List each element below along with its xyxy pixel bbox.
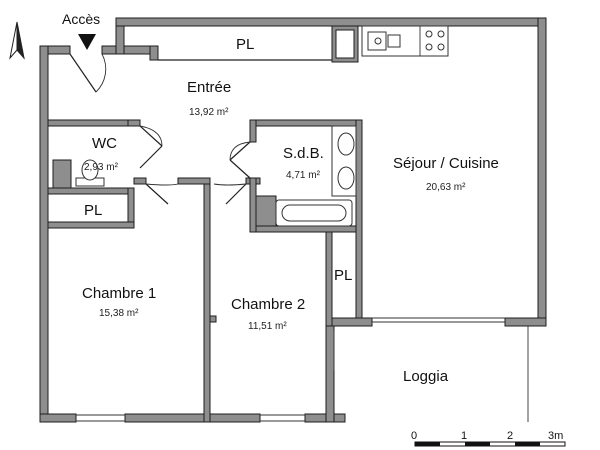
room-area-sdb: 4,71 m² [286,170,321,181]
scale-tick-0: 0 [411,430,417,442]
room-name-sejour: Séjour / Cuisine [393,155,499,172]
room-name-chambre1: Chambre 1 [82,285,156,302]
scale-tick-3: 3m [548,430,563,442]
room-area-sejour: 20,63 m² [426,182,466,193]
scale-bar: 0 1 2 3m [411,430,566,447]
room-name-sdb: S.d.B. [283,145,324,162]
closet-label-top: PL [236,36,254,53]
scale-tick-2: 2 [507,430,513,442]
closet-label-wc-below: PL [84,202,102,219]
doors [69,53,251,205]
north-arrow-icon [9,21,25,60]
room-area-wc: 2,93 m² [84,162,119,173]
room-name-chambre2: Chambre 2 [231,296,305,313]
closet-label-sdb-below: PL [334,267,352,284]
access-label: Accès [62,11,100,27]
scale-tick-1: 1 [461,430,467,442]
exterior-walls [39,17,547,423]
windows [76,317,529,422]
interior-walls [47,25,363,423]
room-name-wc: WC [92,135,117,152]
room-area-entree: 13,92 m² [189,107,229,118]
kitchen-counter [361,25,449,57]
wc-fixture [75,159,105,187]
room-name-loggia: Loggia [403,368,449,385]
room-name-entree: Entrée [187,79,231,96]
room-area-chambre1: 15,38 m² [99,308,139,319]
room-area-chambre2: 11,51 m² [248,321,287,332]
entry-arrow-icon [78,34,96,50]
bathroom-fixtures [275,125,357,227]
